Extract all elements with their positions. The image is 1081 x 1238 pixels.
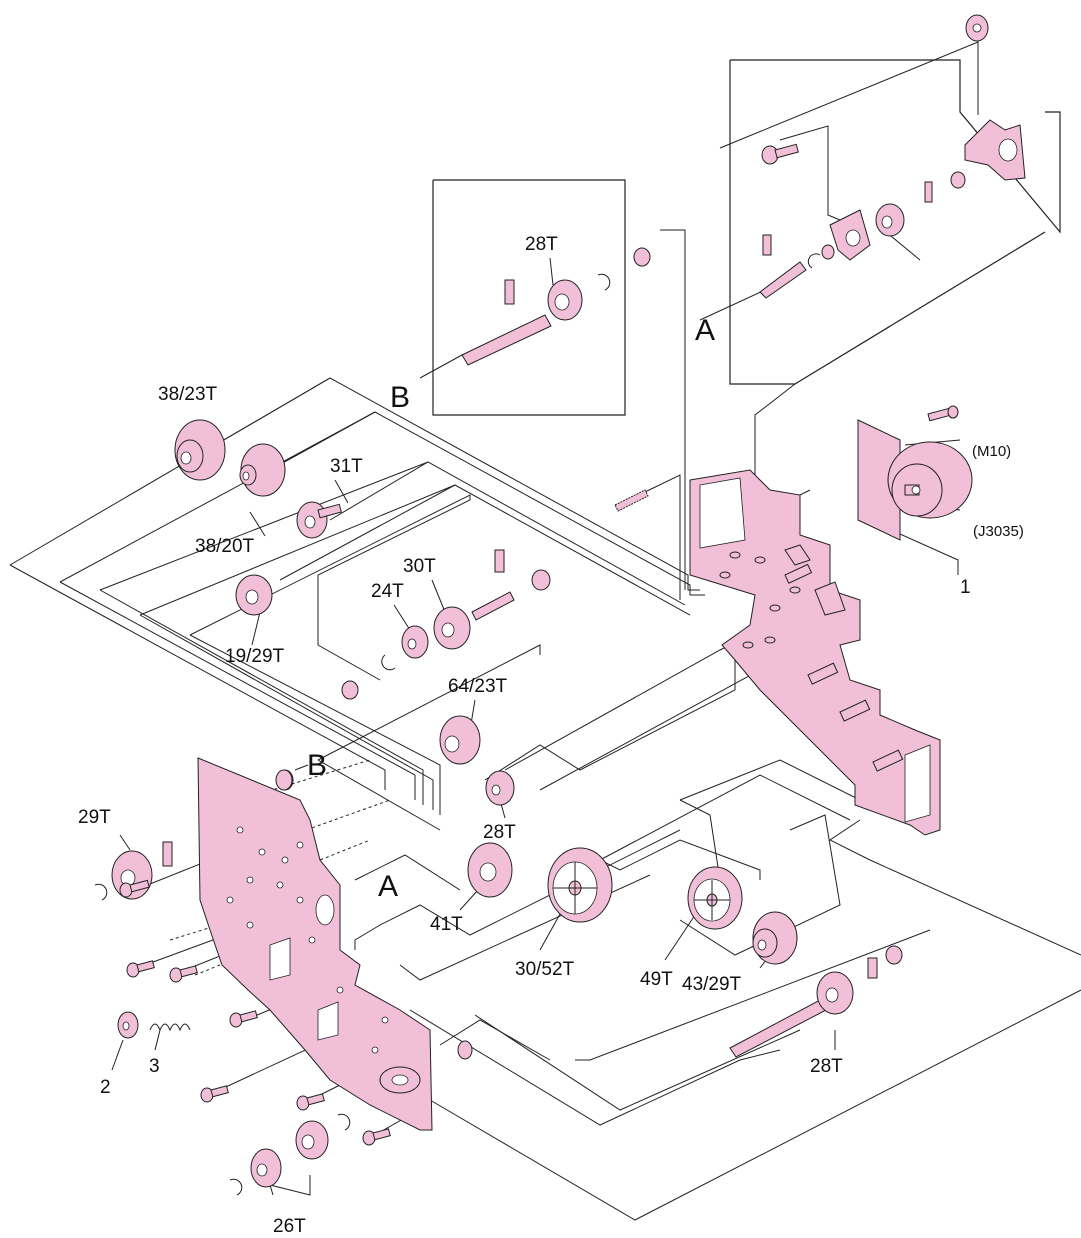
leader-lines bbox=[9, 41, 1081, 1221]
label-30t: 30T bbox=[403, 556, 436, 577]
bushing-icon bbox=[950, 171, 966, 189]
gear-stack bbox=[174, 419, 649, 700]
pin-icon bbox=[924, 181, 933, 203]
pin-icon bbox=[504, 279, 515, 305]
bushing-icon bbox=[457, 1040, 473, 1060]
bracket-icon bbox=[784, 544, 811, 566]
gear-icon bbox=[547, 847, 613, 923]
gear-icon bbox=[965, 14, 989, 42]
gear-icon bbox=[295, 1120, 329, 1160]
label-24t: 24T bbox=[371, 581, 404, 602]
label-38-23t: 38/23T bbox=[158, 384, 218, 405]
inset-b-parts bbox=[461, 247, 651, 366]
gear-icon bbox=[687, 866, 743, 930]
shaft-icon bbox=[471, 591, 515, 621]
bushing-icon bbox=[341, 680, 359, 700]
label-28t-inset: 28T bbox=[525, 234, 558, 255]
gear-icon bbox=[174, 419, 226, 481]
pin-icon bbox=[762, 234, 772, 256]
label-43-29t: 43/29T bbox=[682, 974, 742, 995]
e-ring-icon bbox=[337, 1113, 351, 1131]
label-j3035: (J3035) bbox=[973, 523, 1024, 540]
label-30-52t: 30/52T bbox=[515, 959, 575, 980]
gear-icon bbox=[547, 279, 583, 321]
screw-icon bbox=[362, 1128, 391, 1146]
pin-icon bbox=[867, 957, 878, 979]
gear-icon bbox=[250, 1148, 282, 1188]
motor-icon bbox=[857, 405, 973, 541]
screw-icon bbox=[119, 879, 150, 898]
shaft-icon bbox=[461, 314, 552, 366]
gear-icon bbox=[752, 911, 798, 965]
pin-icon bbox=[162, 841, 173, 867]
label-29t: 29T bbox=[78, 807, 111, 828]
label-28t-mid: 28T bbox=[483, 822, 516, 843]
label-26t: 26T bbox=[273, 1216, 306, 1237]
gear-icon bbox=[296, 501, 342, 539]
gear-icon bbox=[439, 715, 481, 765]
callout-A-plate: A bbox=[378, 870, 398, 903]
shaft-icon bbox=[759, 261, 807, 299]
bracket-icon bbox=[964, 119, 1026, 181]
label-64-23t: 64/23T bbox=[448, 676, 508, 697]
screw-icon bbox=[169, 965, 198, 983]
inset-frame-b bbox=[432, 179, 626, 416]
callout-B-plate: B bbox=[307, 749, 327, 782]
e-ring-icon bbox=[229, 1178, 243, 1196]
bushing-icon bbox=[531, 569, 551, 591]
bushing-icon bbox=[275, 769, 293, 791]
label-38-20t: 38/20T bbox=[195, 536, 255, 557]
inset-a-parts bbox=[759, 14, 1026, 299]
gear-icon bbox=[875, 203, 905, 237]
shaft-icon bbox=[729, 999, 827, 1058]
bushing-icon bbox=[821, 244, 835, 260]
screw-icon bbox=[229, 1010, 258, 1028]
main-frame bbox=[689, 469, 941, 836]
spring-icon bbox=[149, 1023, 191, 1032]
screw-icon bbox=[761, 143, 799, 165]
label-41t: 41T bbox=[430, 914, 463, 935]
bushing-icon bbox=[633, 247, 651, 267]
plate-holes bbox=[226, 826, 389, 1054]
gear-icon bbox=[401, 625, 429, 659]
label-31t: 31T bbox=[330, 456, 363, 477]
side-plate-icon bbox=[197, 757, 433, 1131]
gear-icon bbox=[235, 574, 273, 616]
pin-icon bbox=[494, 549, 505, 573]
bushing-icon bbox=[885, 945, 903, 965]
e-ring-icon bbox=[94, 883, 108, 901]
callout-labels: A B B A 28T 38/23T 38/20T 31T 19/29T 24T… bbox=[78, 234, 1024, 1237]
gear-icon bbox=[239, 443, 286, 497]
screw-icon bbox=[200, 1085, 229, 1103]
label-item-3: 3 bbox=[149, 1056, 160, 1077]
gear-icon bbox=[816, 971, 854, 1015]
frame-bosses bbox=[719, 551, 904, 772]
gear-icon bbox=[117, 1011, 139, 1039]
e-ring-icon bbox=[381, 654, 396, 671]
middle-gears bbox=[276, 715, 903, 1058]
screw-icon bbox=[126, 960, 155, 978]
spring-icon bbox=[614, 489, 649, 512]
e-ring-icon bbox=[597, 273, 611, 291]
callout-A-top: A bbox=[695, 314, 715, 347]
label-49t: 49T bbox=[640, 969, 673, 990]
label-m10: (M10) bbox=[972, 443, 1011, 460]
label-19-29t: 19/29T bbox=[225, 646, 285, 667]
gear-icon bbox=[467, 842, 513, 898]
label-28t-low: 28T bbox=[810, 1056, 843, 1077]
gear-icon bbox=[485, 770, 515, 806]
label-item-1: 1 bbox=[960, 577, 971, 598]
callout-B-top: B bbox=[390, 381, 410, 414]
e-ring-icon bbox=[807, 253, 821, 269]
screw-icon bbox=[296, 1093, 325, 1111]
screw-icon bbox=[927, 405, 959, 422]
left-small-parts bbox=[94, 769, 473, 1196]
label-item-2: 2 bbox=[100, 1077, 111, 1098]
gear-icon bbox=[433, 606, 471, 650]
